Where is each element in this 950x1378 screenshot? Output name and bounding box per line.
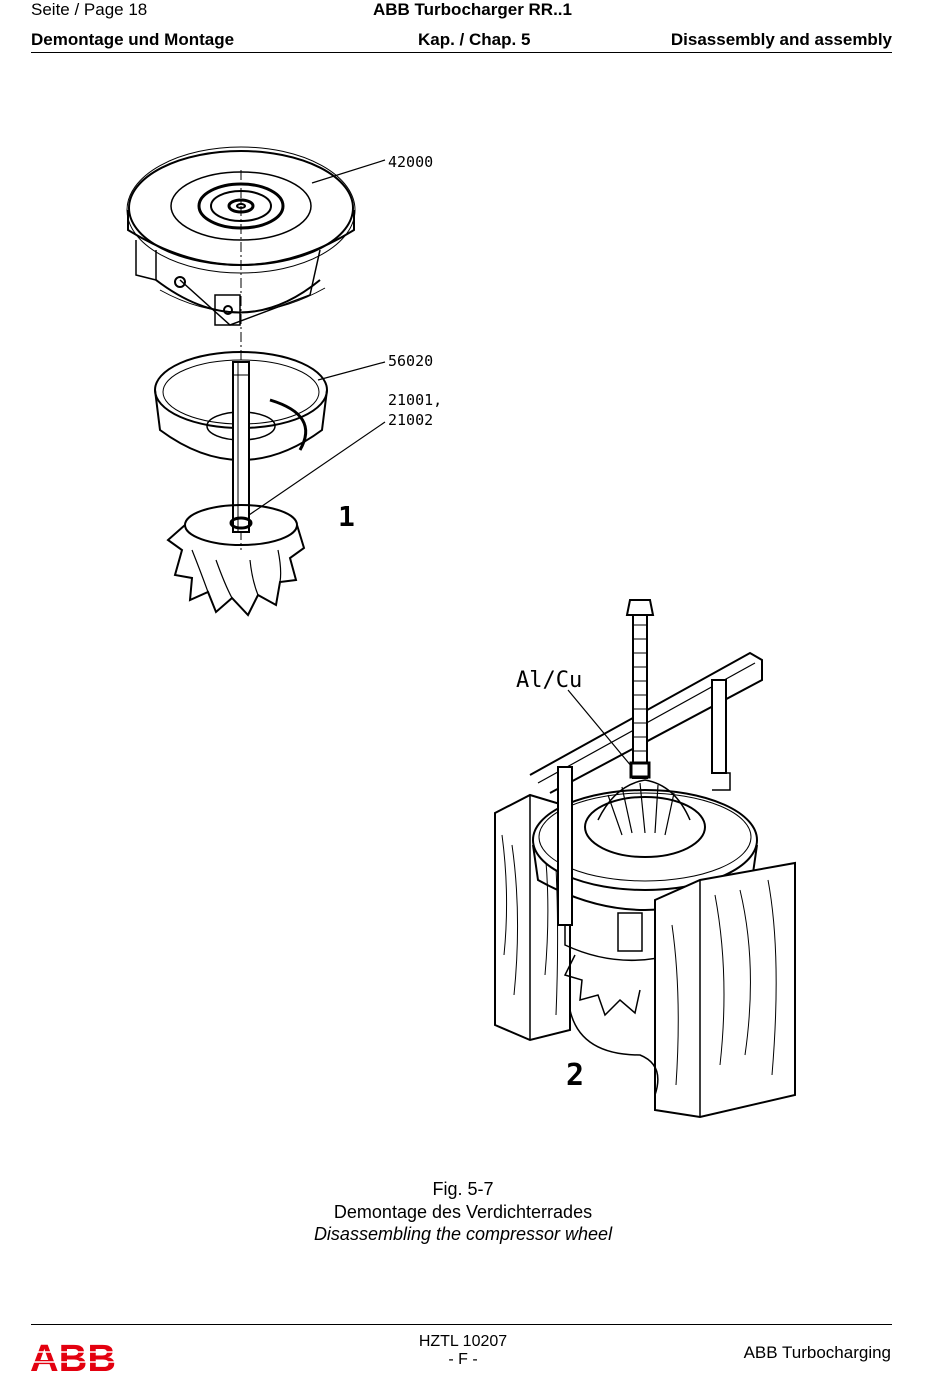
figure-number-1: 1: [338, 500, 355, 533]
chapter-label: Kap. / Chap. 5: [418, 30, 531, 49]
figure-number: Fig. 5-7: [432, 1179, 494, 1199]
company-name: ABB Turbocharging: [743, 1343, 891, 1362]
part-label-21001: 21001,: [388, 391, 442, 409]
page-number: Seite / Page 18: [31, 0, 148, 19]
part-label-56020: 56020: [388, 352, 433, 370]
section-title-en: Disassembly and assembly: [670, 30, 892, 49]
svg-text:ABB: ABB: [30, 1340, 116, 1374]
figure-title-de: Demontage des Verdichterrades: [333, 1202, 593, 1222]
revision-label: - F -: [448, 1351, 478, 1368]
part-label-21002: 21002: [388, 411, 433, 429]
abb-logo: ABB: [30, 1340, 116, 1374]
figure-number-2: 2: [566, 1058, 584, 1093]
section-title-de: Demontage und Montage: [31, 30, 235, 49]
document-code: HZTL 10207: [418, 1333, 508, 1350]
document-title: ABB Turbocharger RR..1: [373, 0, 572, 19]
header-rule: [31, 52, 892, 53]
figure-title-en: Disassembling the compressor wheel: [313, 1224, 613, 1244]
footer-rule: [31, 1324, 892, 1325]
puller-assembly-illustration: Al/Cu 2: [494, 599, 796, 1119]
exploded-view-illustration: 42000 56020 21001, 21002 1: [126, 146, 442, 617]
part-label-42000: 42000: [388, 153, 433, 171]
material-label: Al/Cu: [516, 668, 582, 693]
